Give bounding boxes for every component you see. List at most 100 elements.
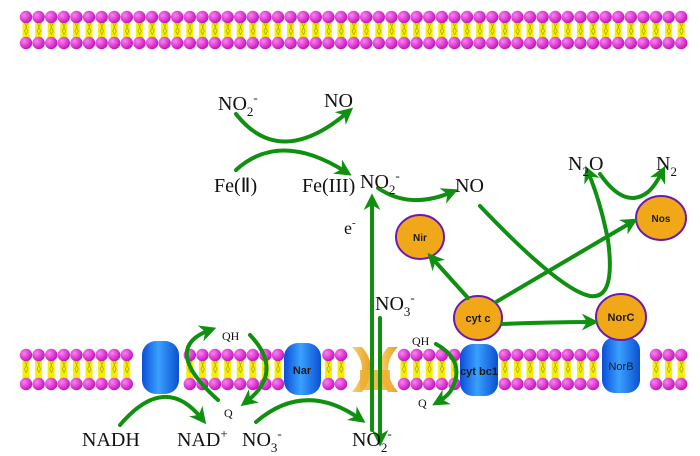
lipid-head <box>221 348 234 362</box>
lipid-tail <box>526 21 534 39</box>
lipid-tail <box>564 21 572 39</box>
lipid-head <box>637 36 650 50</box>
lipid-head <box>297 36 310 50</box>
lipid-head <box>19 10 33 24</box>
lipid-tail <box>375 21 383 39</box>
lipid-tail <box>72 359 80 380</box>
top-no-label: NO <box>324 90 353 112</box>
lipid-tail <box>677 359 685 380</box>
lipid-head <box>133 36 146 50</box>
lipid-head <box>108 348 121 362</box>
lipid-tail <box>337 359 345 380</box>
lipid-head <box>322 377 335 391</box>
lipid-head <box>448 10 461 24</box>
arrow-q-to-qh-left <box>184 325 220 402</box>
lipid-head <box>120 348 133 362</box>
lipid-head <box>271 36 285 50</box>
lipid-head <box>347 10 360 24</box>
lipid-tail <box>274 359 282 380</box>
lipid-head <box>397 36 411 50</box>
lipid-head <box>511 348 524 362</box>
arrow-cytc-to-norc <box>500 313 599 331</box>
lipid-head <box>221 36 234 50</box>
lipid-head <box>435 36 448 50</box>
lipid-tail <box>501 21 509 39</box>
lipid-tail <box>639 21 647 39</box>
lipid-tail <box>47 21 55 39</box>
lipid-head <box>108 10 121 24</box>
lipid-tail <box>362 21 370 39</box>
lipid-tail <box>539 359 547 380</box>
lipid-head <box>561 348 574 362</box>
lipid-head <box>549 10 562 24</box>
lipid-head <box>297 10 310 24</box>
lipid-head <box>183 36 196 50</box>
lipid-tail <box>47 359 55 380</box>
lipid-tail <box>198 21 206 39</box>
lipid-tail <box>350 21 358 39</box>
lipid-tail <box>198 359 206 380</box>
lipid-head <box>322 348 335 362</box>
lipid-head <box>498 377 511 391</box>
lipid-head <box>410 377 423 391</box>
lipid-head <box>183 377 196 391</box>
lipid-tail <box>488 21 496 39</box>
lipid-head <box>158 10 171 24</box>
lipid-tail <box>589 21 597 39</box>
lipid-head <box>675 377 688 391</box>
q-left-label: Q <box>224 406 233 420</box>
lipid-head <box>133 10 146 24</box>
lipid-head <box>322 36 335 50</box>
lipid-head <box>57 377 70 391</box>
lipid-head <box>196 10 209 24</box>
lipid-tail <box>400 359 408 380</box>
lipid-head <box>234 36 247 50</box>
lipid-tail <box>35 21 43 39</box>
lipid-head <box>662 348 675 362</box>
lipid-tail <box>438 359 446 380</box>
lipid-head <box>82 36 96 50</box>
lipid-head <box>19 36 33 50</box>
lipid-head <box>675 36 688 50</box>
lipid-head <box>221 10 234 24</box>
lipid-head <box>108 377 121 391</box>
lipid-tail <box>261 21 269 39</box>
lipid-head <box>397 348 411 362</box>
lipid-head <box>19 377 33 391</box>
cyt-c-protein: cyt c <box>453 295 503 341</box>
lipid-tail <box>476 21 484 39</box>
lipid-head <box>246 377 259 391</box>
lipid-tail <box>299 21 307 39</box>
lipid-tail <box>236 359 244 380</box>
lipid-head <box>423 10 436 24</box>
lipid-head <box>574 36 587 50</box>
lipid-tail <box>236 21 244 39</box>
lipid-tail <box>513 359 521 380</box>
nadh-label: NADH <box>82 429 140 451</box>
lipid-head <box>32 10 45 24</box>
lipid-head <box>675 10 688 24</box>
lipid-head <box>19 348 33 362</box>
arrow-qh-to-q-right <box>432 342 459 406</box>
norb-label: NorB <box>608 361 633 373</box>
lipid-head <box>120 10 133 24</box>
lipid-tail <box>135 21 143 39</box>
nadh-dehydrogenase-protein <box>142 341 179 394</box>
lipid-head <box>360 10 373 24</box>
top-no2-label: NO2- <box>218 90 258 119</box>
lipid-head <box>334 36 348 50</box>
lipid-head <box>549 348 562 362</box>
lipid-tail <box>274 21 282 39</box>
lipid-head <box>70 348 83 362</box>
lipid-head <box>271 377 285 391</box>
nar-label: Nar <box>293 365 312 377</box>
lipid-head <box>599 36 612 50</box>
lipid-head <box>234 10 247 24</box>
lipid-tail <box>60 359 68 380</box>
lipid-head <box>208 10 222 24</box>
lipid-head <box>523 10 537 24</box>
lipid-head <box>486 36 499 50</box>
qh-left-label: QH <box>222 329 240 343</box>
lipid-tail <box>98 21 106 39</box>
lipid-head <box>246 36 259 50</box>
